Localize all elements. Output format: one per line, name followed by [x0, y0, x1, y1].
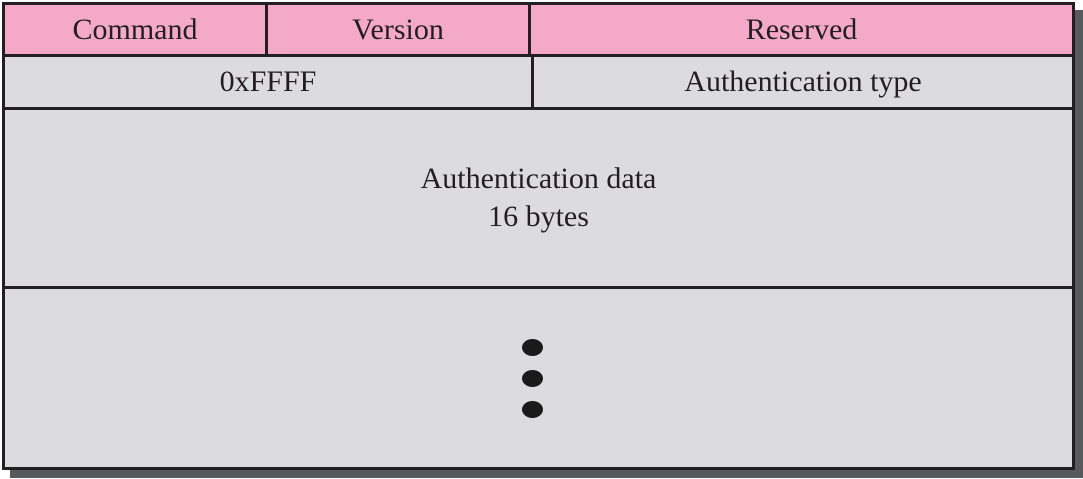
vertical-ellipsis-icon: [522, 338, 543, 418]
field-version: Version: [268, 5, 531, 54]
field-authentication-type: Authentication type: [684, 65, 922, 98]
authentication-data-row: Authentication data 16 bytes: [5, 110, 1072, 289]
header-row: Command Version Reserved: [5, 5, 1072, 57]
authentication-data-size-label: 16 bytes: [488, 200, 589, 233]
field-reserved: Reserved: [745, 12, 858, 46]
packet-format-diagram: Command Version Reserved 0xFFFF Authenti…: [2, 2, 1075, 470]
ellipsis-dot: [522, 369, 543, 387]
ellipsis-dot: [522, 338, 543, 356]
continuation-row: [5, 289, 1072, 467]
ellipsis-dot: [522, 400, 543, 418]
field-command: Command: [5, 5, 268, 54]
field-0xffff: 0xFFFF: [5, 57, 534, 107]
authentication-data-label: Authentication data: [420, 162, 657, 195]
authentication-header-row: 0xFFFF Authentication type: [5, 57, 1072, 110]
